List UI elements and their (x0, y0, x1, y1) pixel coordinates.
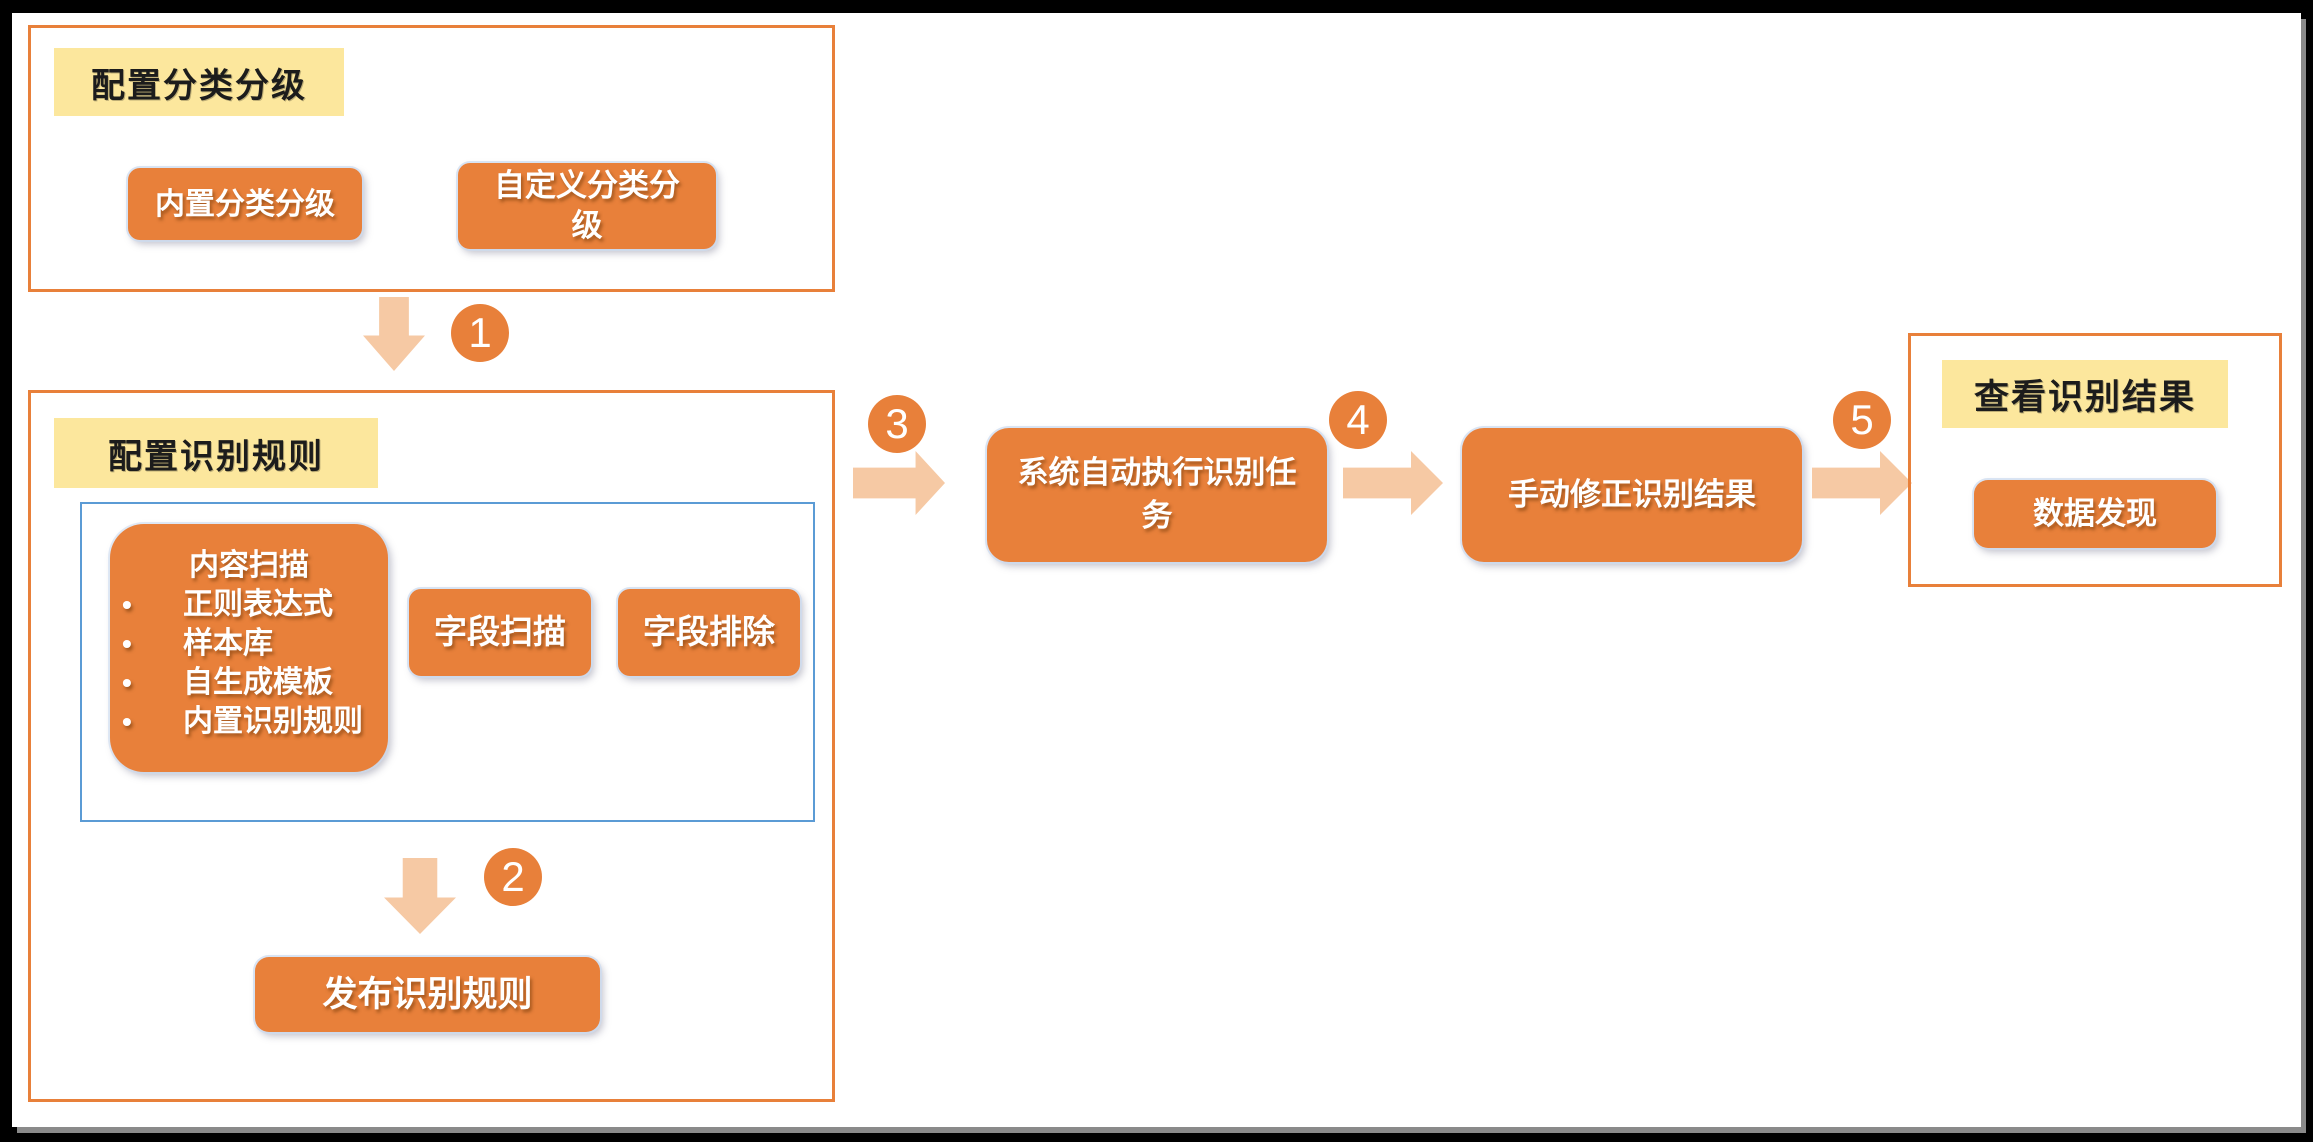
custom-classification-node: 自定义分类分级 (458, 163, 716, 249)
field-exclude-node: 字段排除 (618, 589, 800, 676)
content-scan-node: 内容扫描 正则表达式 样本库 自生成模板 内置识别规则 (110, 524, 388, 772)
stage2-title-label: 配置识别规则 (54, 418, 378, 488)
step1-badge: 1 (451, 304, 509, 362)
field-scan-node: 字段扫描 (409, 589, 591, 676)
content-scan-title: 内容扫描 (189, 549, 309, 582)
auto-task-node: 系统自动执行识别任务 (987, 428, 1327, 562)
stage1-group-box (28, 25, 835, 292)
content-scan-bullet: 正则表达式 (110, 585, 388, 624)
content-scan-bullet: 自生成模板 (110, 663, 388, 702)
content-scan-bullet: 样本库 (110, 624, 388, 663)
stage2-group-box (28, 390, 835, 1102)
step5-badge: 5 (1833, 391, 1891, 449)
stage3-title-label: 查看识别结果 (1942, 360, 2228, 428)
step2-badge: 2 (484, 848, 542, 906)
manual-fix-node: 手动修正识别结果 (1462, 428, 1802, 562)
stage1-title-label: 配置分类分级 (54, 48, 344, 116)
slide-canvas (12, 13, 2301, 1127)
step3-badge: 3 (868, 395, 926, 453)
content-scan-bullet-list: 正则表达式 样本库 自生成模板 内置识别规则 (110, 585, 388, 741)
content-scan-bullet: 内置识别规则 (110, 702, 388, 741)
stage3-group-box (1908, 333, 2282, 587)
step4-badge: 4 (1329, 391, 1387, 449)
publish-rules-node: 发布识别规则 (255, 957, 600, 1032)
data-discovery-node: 数据发现 (1974, 480, 2216, 548)
builtin-classification-node: 内置分类分级 (128, 168, 362, 240)
rule-types-container-box (80, 502, 815, 822)
